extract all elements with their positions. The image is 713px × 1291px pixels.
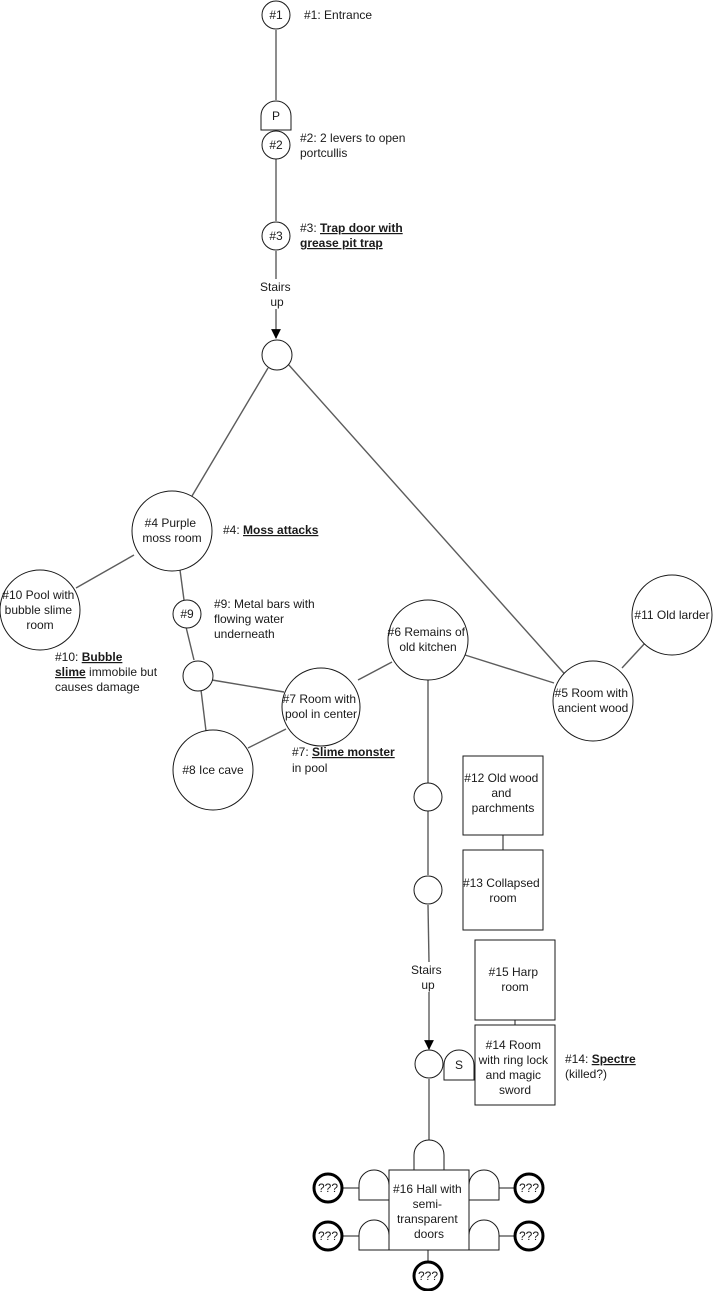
node-14: #14 Room with ring lock and magic sword: [474, 1024, 556, 1106]
edge-4-to-9: [179, 569, 185, 601]
secret-door-label: S: [455, 1058, 463, 1072]
edge-7-to-6: [357, 661, 393, 681]
node-7: #7 Room with pool in center: [281, 667, 361, 747]
node-13: #13 Collapsed room: [462, 849, 544, 931]
svg-text:#4 Purple moss room: #4 Purple moss room: [142, 516, 201, 545]
unknown-room-east-1: ???: [513, 1172, 545, 1204]
svg-text:#14 Room with ring lock: #14 Room with ring lock and magic sword: [478, 1038, 552, 1097]
portcullis-label: P: [272, 109, 280, 123]
edge-junction-b-to-stairs: [427, 904, 430, 963]
svg-text:#11 Old larder: #11 Old larder: [634, 608, 709, 622]
door-secret: S: [443, 1049, 475, 1081]
svg-text:#12 Old wood and p: #12 Old wood and parchments: [464, 771, 541, 815]
junction-a: [413, 782, 443, 812]
edge-junction-to-5: [287, 363, 571, 681]
junction-c: [414, 1049, 444, 1079]
svg-text:#8 Ice cave: #8 Ice cave: [182, 763, 244, 777]
node-16: #16 Hall with semi- transparent doors: [388, 1169, 470, 1251]
node-9: #9: [172, 599, 202, 629]
node-6: #6 Remains of old kitchen: [387, 599, 469, 681]
hall-door-east-2: [468, 1219, 500, 1251]
door-portcullis: P: [260, 100, 292, 131]
node-5-text: #5 Room with ancient wood: [555, 686, 632, 715]
edge-junction-to-8: [200, 689, 207, 732]
unknown-room-east-2: ???: [513, 1220, 545, 1252]
node-1: #1: [261, 0, 291, 30]
junction-west: [182, 660, 214, 692]
node-8: #8 Ice cave: [172, 729, 254, 811]
edge-9-to-junction: [185, 626, 195, 661]
svg-text:#10 Pool with bubble sli: #10 Pool with bubble slime room: [2, 588, 77, 632]
svg-text:???: ???: [318, 1181, 338, 1195]
note-4: #4: Moss attacks: [223, 523, 319, 537]
edge-junction-to-4: [191, 367, 269, 497]
edge-6-to-5: [464, 654, 555, 684]
edge-11-to-5: [621, 641, 647, 669]
edge-junction-to-7: [211, 679, 285, 693]
node-15: #15 Harp room: [474, 939, 556, 1021]
svg-text:#6 Remains of old kitche: #6 Remains of old kitchen: [388, 625, 469, 654]
svg-text:???: ???: [519, 1229, 539, 1243]
note-7: #7: Slime monster in pool: [292, 745, 398, 775]
stairs-label-b: Stairs up: [410, 962, 446, 992]
svg-text:#7 Room with pool in cen: #7 Room with pool in center: [283, 692, 360, 721]
svg-text:Stairs up: Stairs up: [411, 963, 445, 992]
svg-text:#3: #3: [269, 229, 283, 243]
note-9: #9: Metal bars with flowing water undern…: [214, 597, 318, 641]
junction-top: [261, 339, 293, 371]
edge-4-to-10: [75, 554, 135, 589]
note-2: #2: 2 levers to open portcullis: [300, 131, 409, 160]
note-1: #1: Entrance: [304, 8, 372, 22]
svg-text:???: ???: [418, 1269, 438, 1283]
svg-text:#2: #2: [269, 138, 283, 152]
unknown-room-west-1: ???: [312, 1172, 344, 1204]
edges: [75, 30, 647, 1261]
svg-text:#9: #9: [180, 607, 194, 621]
hall-door-east-1: [468, 1169, 500, 1201]
edge-7-to-8: [247, 728, 287, 749]
svg-text:???: ???: [318, 1229, 338, 1243]
node-4: #4 Purple moss room: [131, 490, 213, 572]
hall-doors: [358, 1139, 500, 1251]
node-10: #10 Pool with bubble slime room: [0, 569, 81, 651]
unknown-room-south: ???: [412, 1260, 444, 1291]
junction-b: [413, 875, 443, 905]
svg-text:#16 Hall with semi-: #16 Hall with semi- transparent doors: [393, 1182, 465, 1241]
note-14: #14: Spectre (killed?): [565, 1052, 639, 1081]
svg-text:Stairs up: Stairs up: [260, 280, 294, 309]
hall-door-north: [413, 1139, 445, 1171]
svg-text:#1: #1: [269, 8, 283, 22]
svg-text:#15 Harp room: #15 Harp room: [489, 965, 542, 994]
note-3: #3: Trap door with grease pit trap: [300, 221, 406, 250]
note-10: #10: Bubble slime immobile but causes da…: [55, 650, 160, 694]
node-5: [552, 660, 634, 742]
node-2: #2: [261, 130, 291, 160]
stairs-label-a: Stairs up: [258, 279, 294, 309]
svg-text:???: ???: [519, 1181, 539, 1195]
node-3: #3: [261, 221, 291, 251]
unknown-room-west-2: ???: [312, 1220, 344, 1252]
node-12: #12 Old wood and parchments: [462, 755, 544, 836]
node-11: #11 Old larder: [631, 574, 713, 656]
svg-text:#13 Collapsed room: #13 Collapsed room: [463, 876, 543, 905]
